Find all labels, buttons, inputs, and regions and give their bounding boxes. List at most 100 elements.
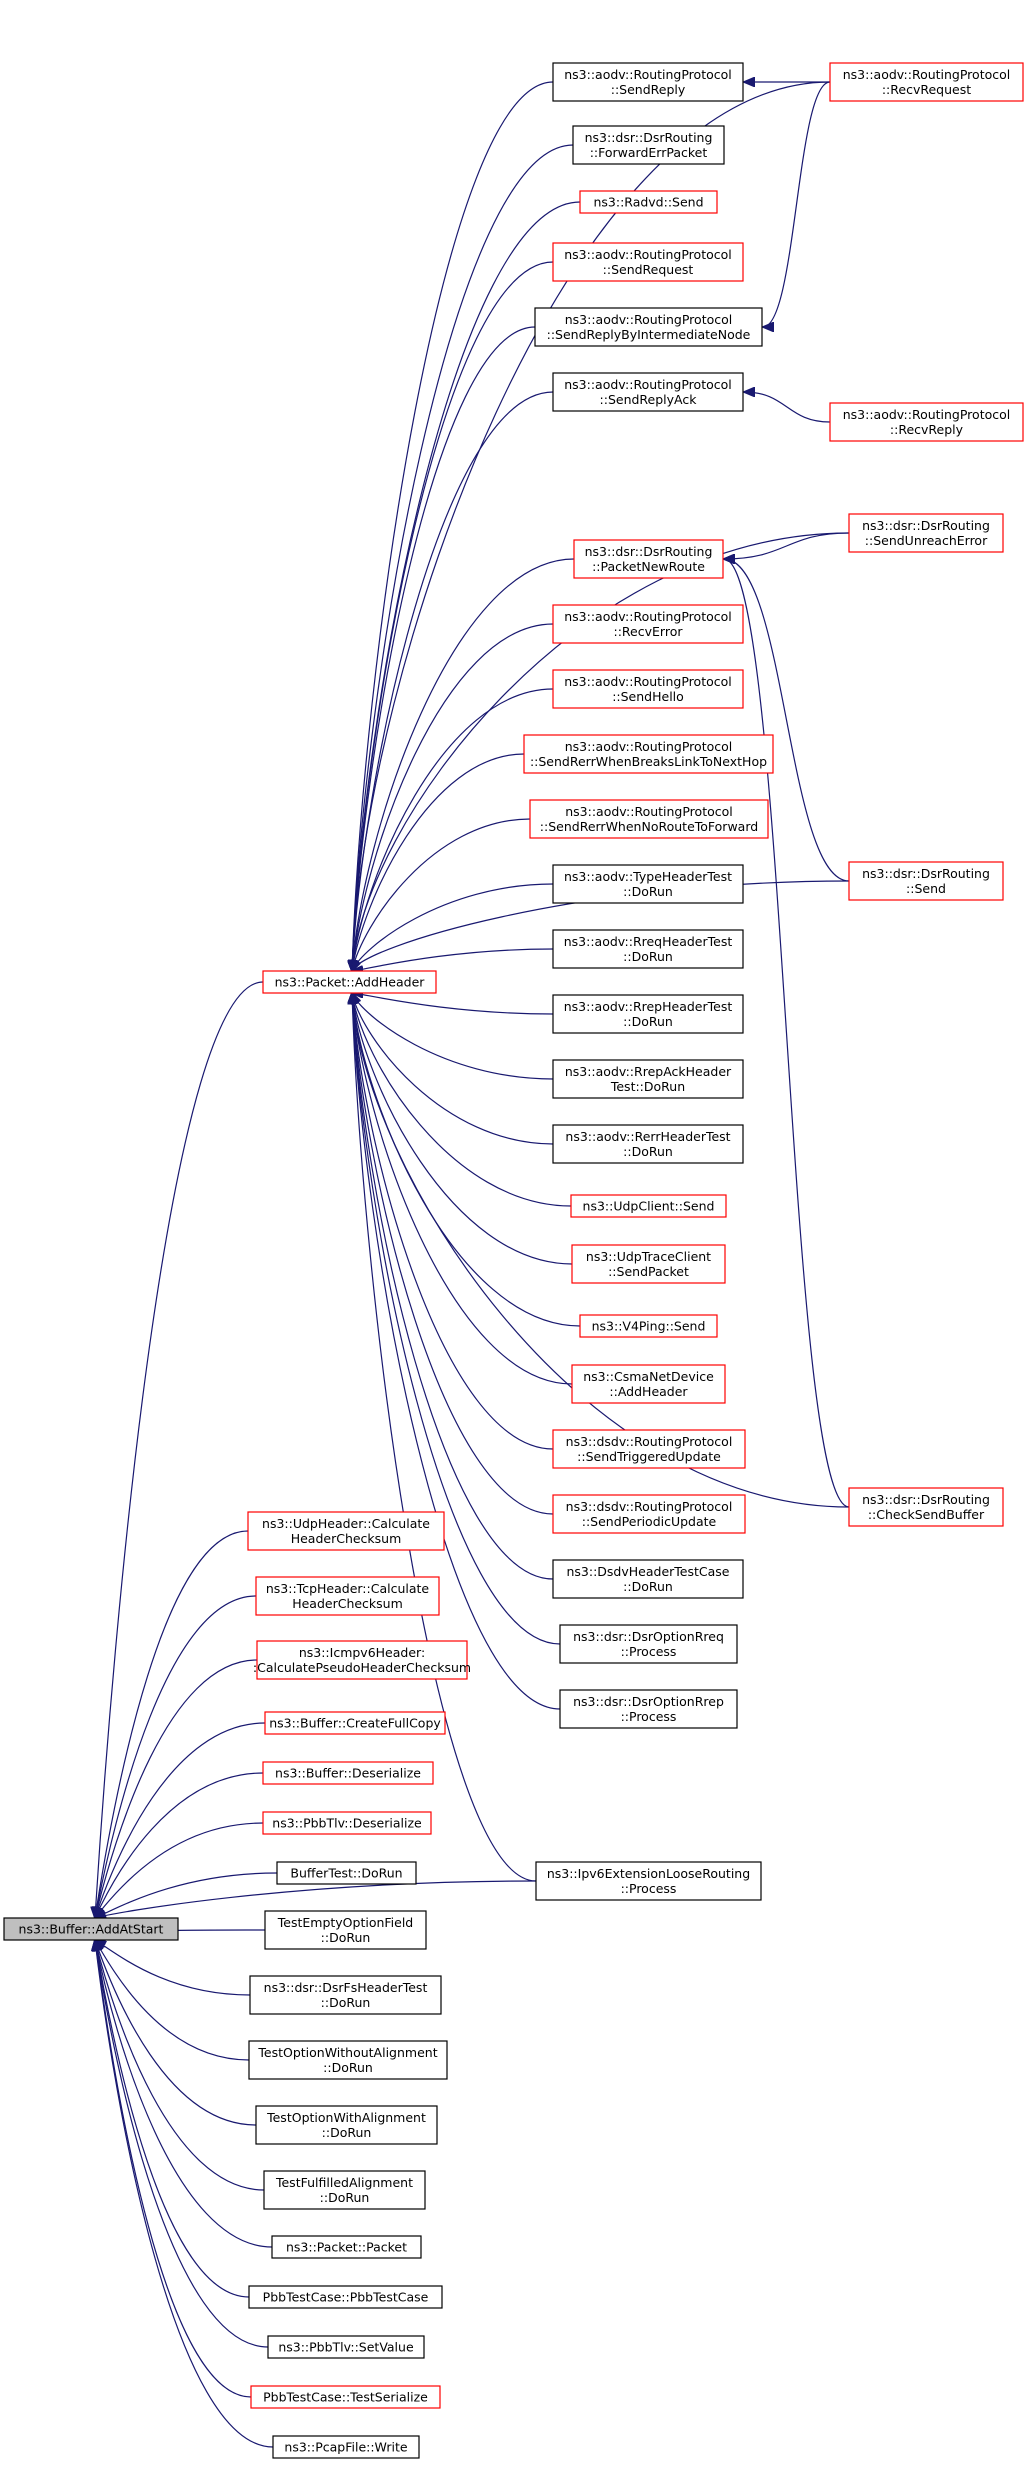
edge-optwith-to-root [95, 1940, 257, 2126]
node-label: ::DoRun [321, 1930, 371, 1945]
node-label: ns3::dsr::DsrOptionRreq [573, 1629, 724, 1644]
node-fwderr[interactable]: ns3::dsr::DsrRouting::ForwardErrPacket [572, 125, 725, 165]
edge-sendunreach-to-packetnewroute [724, 532, 850, 559]
node-packetnewroute[interactable]: ns3::dsr::DsrRouting::PacketNewRoute [573, 539, 724, 579]
node-v4ping[interactable]: ns3::V4Ping::Send [579, 1314, 718, 1338]
node-box [552, 1124, 744, 1164]
node-rrephdr[interactable]: ns3::aodv::RrepHeaderTest::DoRun [552, 994, 744, 1034]
node-label: ::ForwardErrPacket [590, 145, 708, 160]
node-box [276, 1861, 417, 1885]
node-csma[interactable]: ns3::CsmaNetDevice::AddHeader [571, 1364, 726, 1404]
edge-dsdvhdr-to-addheader [352, 993, 554, 1580]
node-label: ns3::aodv::RerrHeaderTest [565, 1129, 730, 1144]
node-label: ns3::TcpHeader::Calculate [266, 1581, 430, 1596]
node-box [552, 994, 744, 1034]
node-addheader[interactable]: ns3::Packet::AddHeader [262, 970, 437, 994]
node-rreqhdr[interactable]: ns3::aodv::RreqHeaderTest::DoRun [552, 929, 744, 969]
node-box [579, 190, 718, 214]
node-rerrbreaks[interactable]: ns3::aodv::RoutingProtocol::SendRerrWhen… [523, 734, 774, 774]
edge-udpclient-to-addheader [352, 993, 572, 1207]
node-label: ns3::dsdv::RoutingProtocol [566, 1499, 733, 1514]
edge-layer [95, 82, 850, 2448]
node-pbbdeser[interactable]: ns3::PbbTlv::Deserialize [262, 1811, 432, 1835]
node-label: HeaderChecksum [291, 1531, 402, 1546]
node-label: TestOptionWithoutAlignment [257, 2045, 437, 2060]
node-sendunreach[interactable]: ns3::dsr::DsrRouting::SendUnreachError [848, 513, 1004, 553]
node-icmpcsum[interactable]: ns3::Icmpv6Header::CalculatePseudoHeader… [253, 1640, 471, 1680]
edge-packetctor-to-root [95, 1940, 273, 2248]
node-box [263, 2170, 426, 2210]
node-box [262, 1811, 432, 1835]
node-label: PbbTestCase::TestSerialize [263, 2390, 428, 2405]
node-pcapwrite[interactable]: ns3::PcapFile::Write [272, 2435, 420, 2459]
node-label: ns3::Buffer::Deserialize [275, 1766, 421, 1781]
node-label: ::RecvReply [890, 422, 964, 437]
node-label: ns3::UdpTraceClient [586, 1249, 711, 1264]
node-ipv6loose[interactable]: ns3::Ipv6ExtensionLooseRouting::Process [535, 1861, 762, 1901]
node-udpclient[interactable]: ns3::UdpClient::Send [570, 1194, 727, 1218]
node-box [552, 604, 744, 644]
node-label: BufferTest::DoRun [290, 1866, 402, 1881]
node-emptyopt[interactable]: TestEmptyOptionField::DoRun [264, 1910, 427, 1950]
node-sendreply[interactable]: ns3::aodv::RoutingProtocol::SendReply [552, 62, 744, 102]
node-sendreplyint[interactable]: ns3::aodv::RoutingProtocol::SendReplyByI… [534, 307, 763, 347]
node-recverror[interactable]: ns3::aodv::RoutingProtocol::RecvError [552, 604, 744, 644]
node-dsrsend[interactable]: ns3::dsr::DsrRouting::Send [848, 861, 1004, 901]
node-label: ns3::aodv::TypeHeaderTest [564, 869, 732, 884]
node-dsdvtrig[interactable]: ns3::dsdv::RoutingProtocol::SendTriggere… [552, 1429, 746, 1469]
node-checksend[interactable]: ns3::dsr::DsrRouting::CheckSendBuffer [848, 1487, 1004, 1527]
node-packetctor[interactable]: ns3::Packet::Packet [271, 2235, 422, 2259]
edge-recvreply-to-sendreplyack [744, 392, 831, 423]
node-box [552, 1059, 744, 1099]
node-bufdeser[interactable]: ns3::Buffer::Deserialize [262, 1761, 434, 1785]
node-buftest[interactable]: BufferTest::DoRun [276, 1861, 417, 1885]
edge-pcapwrite-to-root [95, 1940, 274, 2448]
edge-bufdeser-to-root [95, 1772, 264, 1918]
node-box [552, 864, 744, 904]
node-label: ns3::UdpClient::Send [583, 1199, 715, 1214]
edge-sendhello-to-addheader [352, 688, 554, 971]
node-box [848, 513, 1004, 553]
node-fulfilled[interactable]: TestFulfilledAlignment::DoRun [263, 2170, 426, 2210]
node-label: ::PacketNewRoute [592, 559, 705, 574]
node-sendhello[interactable]: ns3::aodv::RoutingProtocol::SendHello [552, 669, 744, 709]
node-label: ns3::dsdv::RoutingProtocol [566, 1434, 733, 1449]
node-label: ::SendReplyAck [600, 392, 698, 407]
node-testserialize[interactable]: PbbTestCase::TestSerialize [250, 2385, 441, 2409]
node-fullcopy[interactable]: ns3::Buffer::CreateFullCopy [264, 1711, 446, 1735]
edge-rerrbreaks-to-addheader [352, 753, 525, 971]
node-label: ns3::aodv::RoutingProtocol [564, 674, 732, 689]
node-udptrace[interactable]: ns3::UdpTraceClient::SendPacket [571, 1244, 726, 1284]
node-label: ns3::Packet::AddHeader [275, 975, 426, 990]
node-label: ns3::aodv::RoutingProtocol [564, 377, 732, 392]
edge-optwithout-to-root [95, 1940, 250, 2061]
node-label: ns3::Icmpv6Header: [299, 1645, 425, 1660]
node-setvalue[interactable]: ns3::PbbTlv::SetValue [267, 2335, 425, 2359]
node-optrreq[interactable]: ns3::dsr::DsrOptionRreq::Process [559, 1624, 738, 1664]
node-dsdvper[interactable]: ns3::dsdv::RoutingProtocol::SendPeriodic… [552, 1494, 746, 1534]
node-rerrhdr[interactable]: ns3::aodv::RerrHeaderTest::DoRun [552, 1124, 744, 1164]
edge-fwderr-to-addheader [352, 144, 574, 971]
node-pbbtestcase[interactable]: PbbTestCase::PbbTestCase [248, 2285, 443, 2309]
node-sendreplyack[interactable]: ns3::aodv::RoutingProtocol::SendReplyAck [552, 372, 744, 412]
node-box [552, 242, 744, 282]
edge-udpcsum-to-root [95, 1530, 249, 1918]
node-radvd[interactable]: ns3::Radvd::Send [579, 190, 718, 214]
node-typehdr[interactable]: ns3::aodv::TypeHeaderTest::DoRun [552, 864, 744, 904]
node-optwith[interactable]: TestOptionWithAlignment::DoRun [255, 2105, 438, 2145]
node-optrrep[interactable]: ns3::dsr::DsrOptionRrep::Process [559, 1689, 738, 1729]
edge-sendreplyack-to-addheader [352, 391, 554, 971]
node-fsheader[interactable]: ns3::dsr::DsrFsHeaderTest::DoRun [249, 1975, 442, 2015]
edge-tcpcsum-to-root [95, 1595, 257, 1918]
node-rerrnoroute[interactable]: ns3::aodv::RoutingProtocol::SendRerrWhen… [529, 799, 769, 839]
node-recvreply[interactable]: ns3::aodv::RoutingProtocol::RecvReply [829, 402, 1024, 442]
node-root[interactable]: ns3::Buffer::AddAtStart [3, 1917, 179, 1941]
node-optwithout[interactable]: TestOptionWithoutAlignment::DoRun [248, 2040, 448, 2080]
node-label: ::SendUnreachError [865, 533, 988, 548]
node-sendrequest[interactable]: ns3::aodv::RoutingProtocol::SendRequest [552, 242, 744, 282]
node-recvrequest[interactable]: ns3::aodv::RoutingProtocol::RecvRequest [829, 62, 1024, 102]
node-dsdvhdr[interactable]: ns3::DsdvHeaderTestCase::DoRun [552, 1559, 744, 1599]
